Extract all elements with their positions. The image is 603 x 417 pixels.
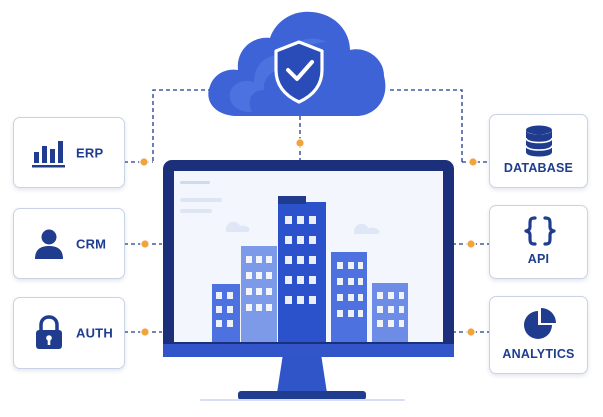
connector-cloud-right	[390, 89, 463, 162]
connector-dot	[466, 327, 476, 337]
connector-dot	[140, 239, 150, 249]
card-auth: AUTH	[13, 297, 125, 369]
shield-check-icon	[274, 40, 324, 104]
connector-dot	[466, 239, 476, 249]
connector-dot	[468, 157, 478, 167]
pie-chart-icon	[524, 308, 556, 339]
connector-dots	[139, 138, 478, 337]
database-icon	[525, 125, 553, 157]
card-api-label: API	[527, 252, 550, 266]
monitor-chin	[163, 342, 454, 357]
card-database-label: DATABASE	[503, 161, 574, 175]
monitor-stand	[277, 354, 327, 393]
card-crm-label: CRM	[76, 236, 107, 251]
monitor-base	[238, 391, 366, 400]
curly-braces-icon	[524, 216, 556, 246]
card-erp-label: ERP	[76, 145, 104, 160]
padlock-icon	[36, 315, 62, 349]
cloud	[208, 11, 386, 116]
card-analytics: ANALYTICS	[489, 296, 588, 374]
bar-chart-icon	[32, 141, 65, 168]
card-crm: CRM	[13, 208, 125, 279]
connector-dot	[140, 327, 150, 337]
connector-cloud-left	[152, 89, 212, 162]
card-auth-label: AUTH	[76, 325, 113, 341]
connector-dot	[139, 157, 149, 167]
card-database: DATABASE	[489, 114, 588, 188]
card-api: API	[489, 205, 588, 279]
connector-dot	[295, 138, 305, 148]
user-icon	[35, 229, 63, 259]
city-skyline	[180, 181, 408, 342]
card-erp: ERP	[13, 117, 125, 188]
card-analytics-label: ANALYTICS	[502, 347, 575, 361]
